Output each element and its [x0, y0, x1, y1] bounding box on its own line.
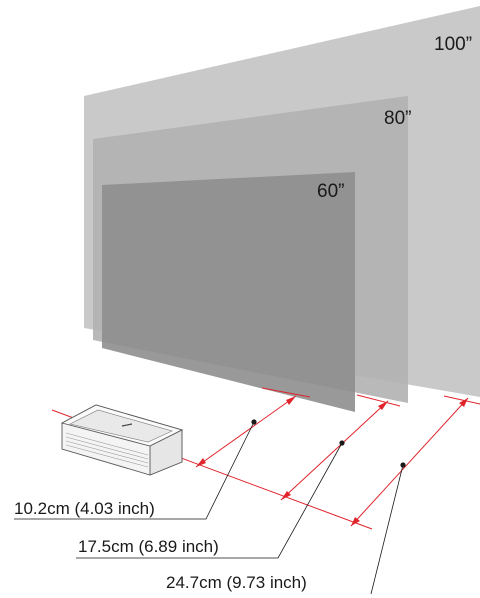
screen-60-floor-tick: [261, 387, 311, 398]
screen-60-label: 60”: [317, 181, 344, 202]
arrow-heads: [196, 396, 468, 526]
leader-1: [14, 421, 255, 520]
arrow-head-1a: [196, 458, 206, 467]
arrow-head-3b: [459, 398, 468, 407]
distance-arrow-1: [195, 395, 297, 468]
arrow-head-2b: [378, 401, 388, 410]
leader-dot-2: [339, 440, 345, 446]
distance-label-2: 17.5cm (6.89 inch): [78, 537, 219, 556]
leader-dot-3: [400, 462, 406, 468]
distance-arrow-3: [350, 397, 469, 527]
arrow-head-1b: [286, 396, 296, 405]
distance-label-1: 10.2cm (4.03 inch): [14, 499, 155, 518]
arrow-head-3a: [351, 517, 360, 526]
leader-dot-1: [251, 419, 257, 425]
leader-3: [370, 464, 404, 595]
distance-label-3: 24.7cm (9.73 inch): [166, 573, 307, 592]
leaders: [14, 421, 404, 595]
leader-2: [76, 442, 343, 559]
screen-80-label: 80”: [384, 108, 411, 129]
screen-100-label: 100”: [434, 34, 472, 55]
screen-100-floor-tick: [443, 395, 480, 405]
screen-80-floor-tick: [356, 394, 401, 407]
projector-icon: [60, 404, 184, 476]
dimension-lines: [51, 387, 480, 530]
arrow-head-2a: [281, 491, 291, 500]
screen-60: [102, 172, 355, 412]
distance-arrow-2: [280, 400, 389, 501]
